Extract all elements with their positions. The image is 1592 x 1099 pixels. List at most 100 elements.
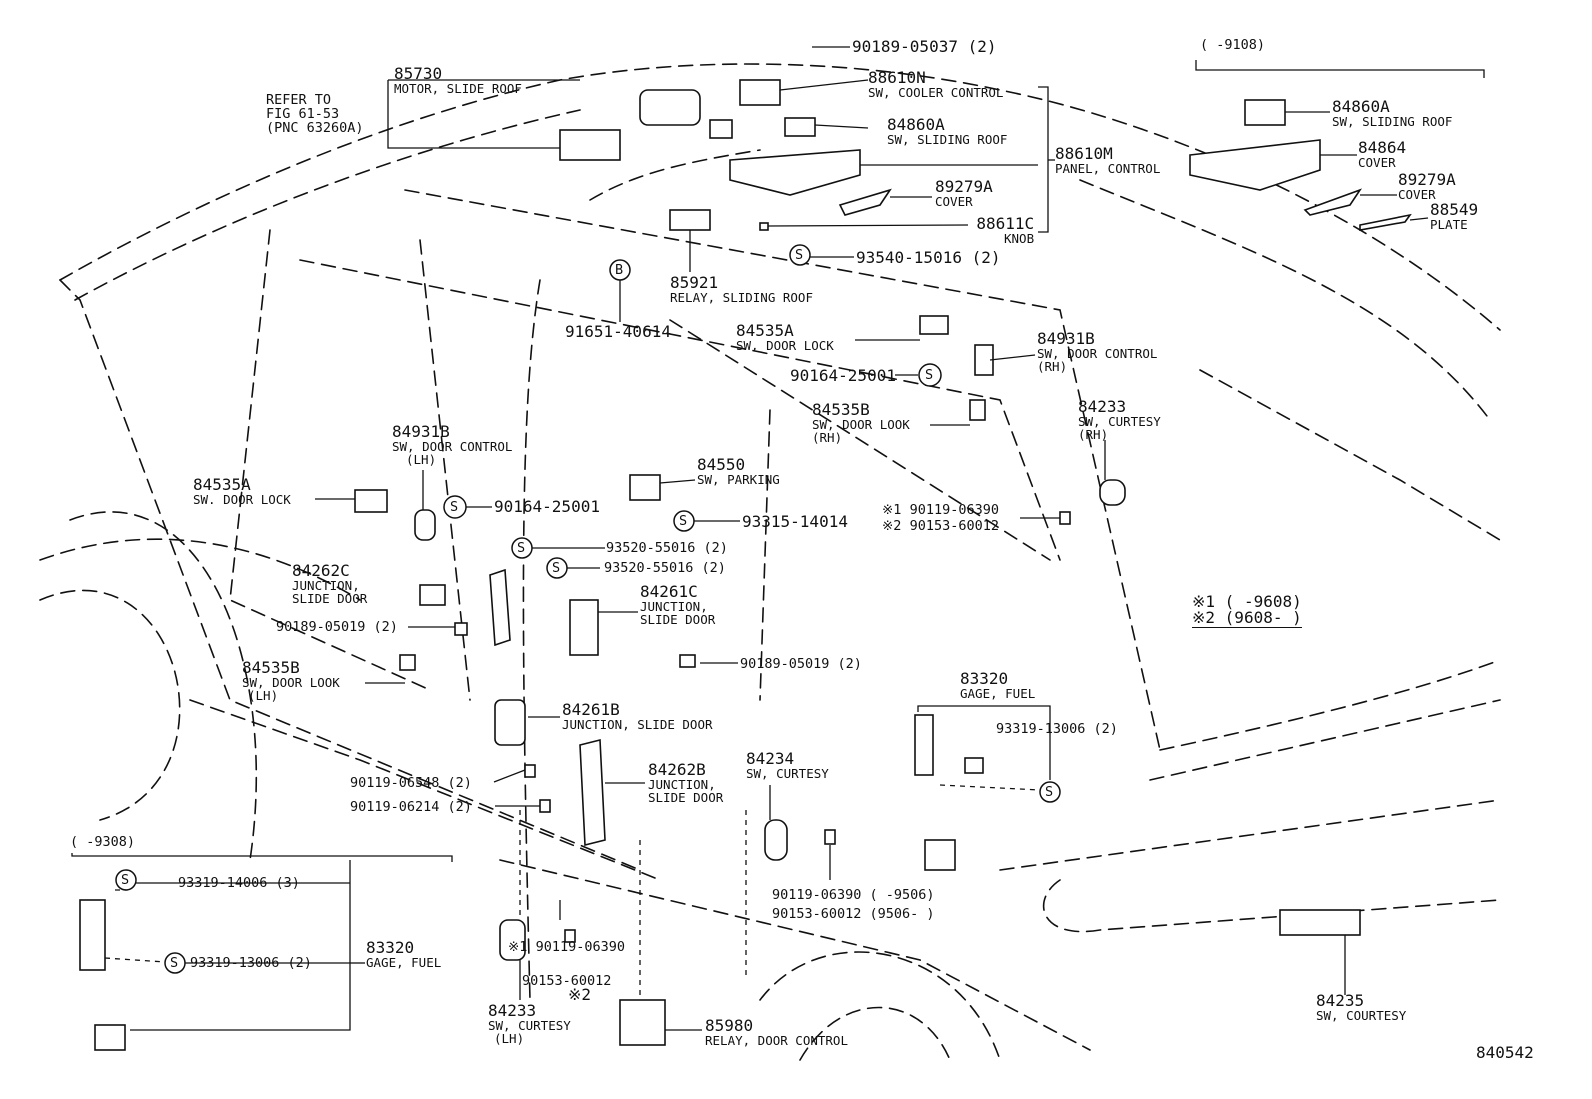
- part-description: SW, CURTESY: [1078, 414, 1161, 429]
- part-label: 93315-14014: [742, 512, 848, 531]
- part-label: 93319-13006 (2): [190, 955, 312, 971]
- part-number: 89279A: [1398, 170, 1456, 189]
- refer-note-line: FIG 61-53: [266, 106, 340, 122]
- part-label: 90189-05037 (2): [852, 37, 997, 56]
- legend-line-1: ※1 ( -9608): [1192, 592, 1302, 611]
- part-number: 89279A: [935, 177, 993, 196]
- part-label: 93520-55016 (2): [606, 540, 728, 556]
- part-description: SW, COOLER CONTROL: [868, 85, 1004, 100]
- part-description: ※2: [568, 985, 592, 1004]
- part-description: SW. DOOR LOCK: [193, 492, 291, 507]
- refer-note: REFER TO FIG 61-53 (PNC 63260A): [266, 93, 364, 135]
- part-number: 83320: [960, 669, 1009, 688]
- part-label: 90119-06214 (2): [350, 799, 472, 815]
- part-description: (RH): [812, 430, 843, 445]
- part-number: 83320: [366, 938, 415, 957]
- callout-b-letter: B: [615, 262, 624, 278]
- part-number: 84931B: [1037, 329, 1095, 348]
- part-number: 84864: [1358, 138, 1407, 157]
- part-description: (RH): [1037, 359, 1068, 374]
- callout-s-letter: S: [679, 513, 688, 529]
- part-number: 84535A: [193, 475, 251, 494]
- part-number: 85730: [394, 64, 443, 83]
- part-number: 84261B: [562, 700, 620, 719]
- part-label: ※1 90119-06390: [508, 940, 638, 955]
- part-number: 84261C: [640, 582, 698, 601]
- part-description: (LH): [248, 688, 279, 703]
- part-number: 84535A: [736, 321, 794, 340]
- legend-line-2: ※2 (9608- ): [1192, 608, 1302, 627]
- part-number: 84550: [697, 455, 746, 474]
- part-description: RELAY, SLIDING ROOF: [670, 290, 813, 305]
- part-label: 90153-60012※2: [522, 973, 612, 1004]
- callout-s-letter: S: [552, 560, 561, 576]
- inset-top-range: ( -9108): [1200, 37, 1266, 53]
- part-label: ※2 90153-60012: [882, 518, 999, 534]
- refer-note-line: REFER TO: [266, 92, 332, 108]
- part-label: 90164-25001: [494, 497, 600, 516]
- part-number: 84535B: [812, 400, 870, 419]
- part-description: COVER: [1358, 155, 1396, 170]
- part-description: SW, CURTESY: [746, 766, 829, 781]
- part-number: 84262B: [648, 760, 706, 779]
- part-description: KNOB: [1004, 231, 1035, 246]
- part-number: 84860A: [1332, 97, 1390, 116]
- part-label: 90189-05019 (2): [276, 619, 398, 635]
- part-label: 90164-25001: [790, 366, 896, 385]
- part-description: SLIDE DOOR: [292, 591, 368, 606]
- part-description: SW, DOOR LOOK: [812, 417, 910, 432]
- part-label: ※1 90119-06390: [882, 502, 999, 518]
- part-description: (RH): [1078, 427, 1109, 442]
- part-description: MOTOR, SLIDE ROOF: [394, 81, 522, 96]
- part-description: SW, PARKING: [697, 472, 780, 487]
- part-description: SW, DOOR LOOK: [242, 675, 340, 690]
- callout-s-circle: [511, 537, 533, 559]
- callout-s-circle: [673, 510, 695, 532]
- part-description: PANEL, CONTROL: [1055, 161, 1161, 176]
- figure-number: 840542: [1476, 1043, 1534, 1062]
- part-number: 84233: [488, 1001, 537, 1020]
- part-description: SW, DOOR LOCK: [736, 338, 834, 353]
- refer-note-line: (PNC 63260A): [266, 120, 364, 136]
- callout-s-letter: S: [1045, 784, 1054, 800]
- part-number: 84235: [1316, 991, 1365, 1010]
- part-label: 90153-60012 (9506- ): [772, 906, 935, 922]
- callout-s-letter: S: [925, 367, 934, 383]
- part-description: COVER: [935, 194, 973, 209]
- part-description: SW, COURTESY: [1316, 1008, 1407, 1023]
- part-description: SW, SLIDING ROOF: [1332, 114, 1453, 129]
- part-label: 93520-55016 (2): [604, 560, 726, 576]
- part-number: ※1 90119-06390: [508, 939, 625, 955]
- callout-s-letter: S: [121, 872, 130, 888]
- part-number: 85980: [705, 1016, 754, 1035]
- part-label: 90119-06390 ( -9506): [772, 887, 935, 903]
- part-number: 90153-60012: [522, 973, 612, 989]
- callout-s-circle: [1039, 781, 1061, 803]
- part-label: 93319-13006 (2): [996, 721, 1118, 737]
- part-description: SW, DOOR CONTROL: [392, 439, 513, 454]
- callout-s-circle: [918, 363, 942, 387]
- part-number: 84234: [746, 749, 795, 768]
